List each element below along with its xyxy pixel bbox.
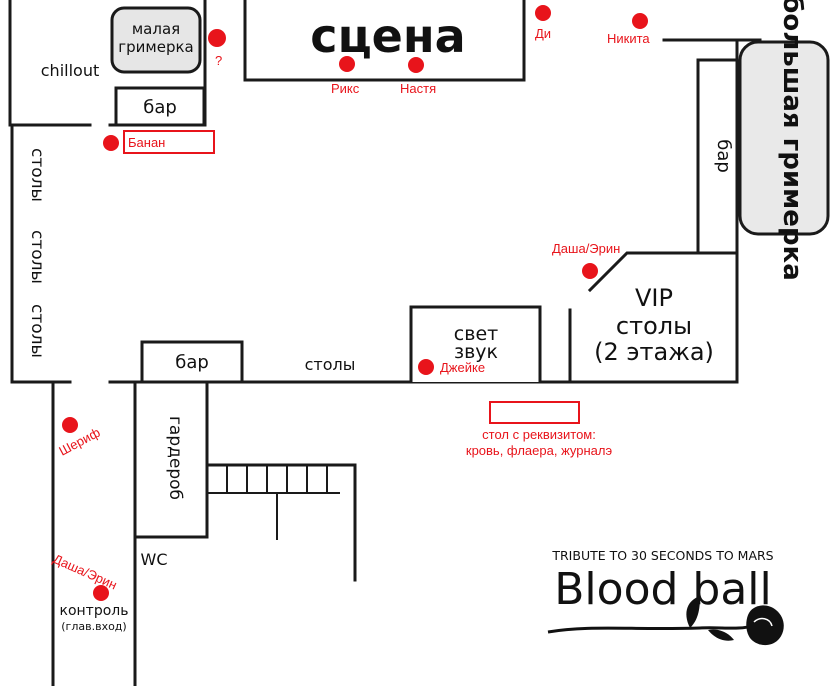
label-sherif: Шериф <box>56 424 102 458</box>
label-riks: Рикс <box>331 81 360 96</box>
marker-nastya <box>408 57 424 73</box>
marker-unknown <box>208 29 226 47</box>
vip-label: VIP <box>635 284 673 312</box>
main-entrance-label: (глав.вход) <box>61 620 126 633</box>
vip-floors-label: (2 этажа) <box>594 338 714 366</box>
bar-top-label: бар <box>143 97 177 118</box>
small-dressing-room-label: малая <box>132 20 180 38</box>
banan-table <box>123 130 215 154</box>
rose-leaf-icon <box>686 596 700 628</box>
tables-left-label-1: столы <box>27 148 47 202</box>
sound-label: звук <box>454 341 498 363</box>
light-label: свет <box>454 323 498 345</box>
rose-icon <box>746 605 784 646</box>
marker-nikita <box>632 13 648 29</box>
rose-leaf-icon-2 <box>708 629 734 641</box>
label-dasha-erin-top: Даша/Эрин <box>552 241 620 256</box>
marker-di <box>535 5 551 21</box>
marker-riks <box>339 56 355 72</box>
logo-title: Blood ball <box>554 564 772 615</box>
rose-petal-icon <box>753 617 773 627</box>
tables-mid-label: столы <box>305 355 356 374</box>
bar-right-label: бар <box>713 139 734 173</box>
label-unknown: ? <box>215 53 222 68</box>
label-dasha-erin-bottom: Даша/Эрин <box>51 551 120 592</box>
marker-jeike <box>418 359 434 375</box>
props-table-items: кровь, флаера, журналэ <box>466 443 613 458</box>
blood-ball-logo: TRIBUTE TO 30 SECONDS TO MARS Blood ball <box>547 548 784 646</box>
label-banan: Банан <box>128 135 165 150</box>
wardrobe-label: гардероб <box>165 416 185 500</box>
marker-dasha-erin-top <box>582 263 598 279</box>
label-nikita: Никита <box>607 31 650 46</box>
label-jeike: Джейке <box>440 360 485 375</box>
big-dressing-room-label: большая гримерка <box>777 0 807 281</box>
rose-stem-icon <box>547 624 753 634</box>
bar-bottom-label: бар <box>175 352 209 373</box>
label-di: Ди <box>535 26 551 41</box>
walls <box>8 0 830 686</box>
wc-label: WC <box>141 550 168 569</box>
vip-tables-label: столы <box>616 312 692 340</box>
tables-left-label-2: столы <box>27 230 47 284</box>
logo-tagline: TRIBUTE TO 30 SECONDS TO MARS <box>551 548 773 563</box>
marker-banan <box>103 135 119 151</box>
chillout-label: chillout <box>41 61 99 80</box>
stage-label: сцена <box>310 9 465 63</box>
marker-sherif <box>62 417 78 433</box>
marker-dasha-erin-bottom <box>93 585 109 601</box>
props-table-label: стол с реквизитом: <box>482 427 596 442</box>
control-label: контроль <box>60 603 129 619</box>
tables-left-label-3: столы <box>27 304 47 358</box>
label-nastya: Настя <box>400 81 436 96</box>
small-dressing-room-label-2: гримерка <box>118 38 193 56</box>
props-table <box>489 401 580 424</box>
